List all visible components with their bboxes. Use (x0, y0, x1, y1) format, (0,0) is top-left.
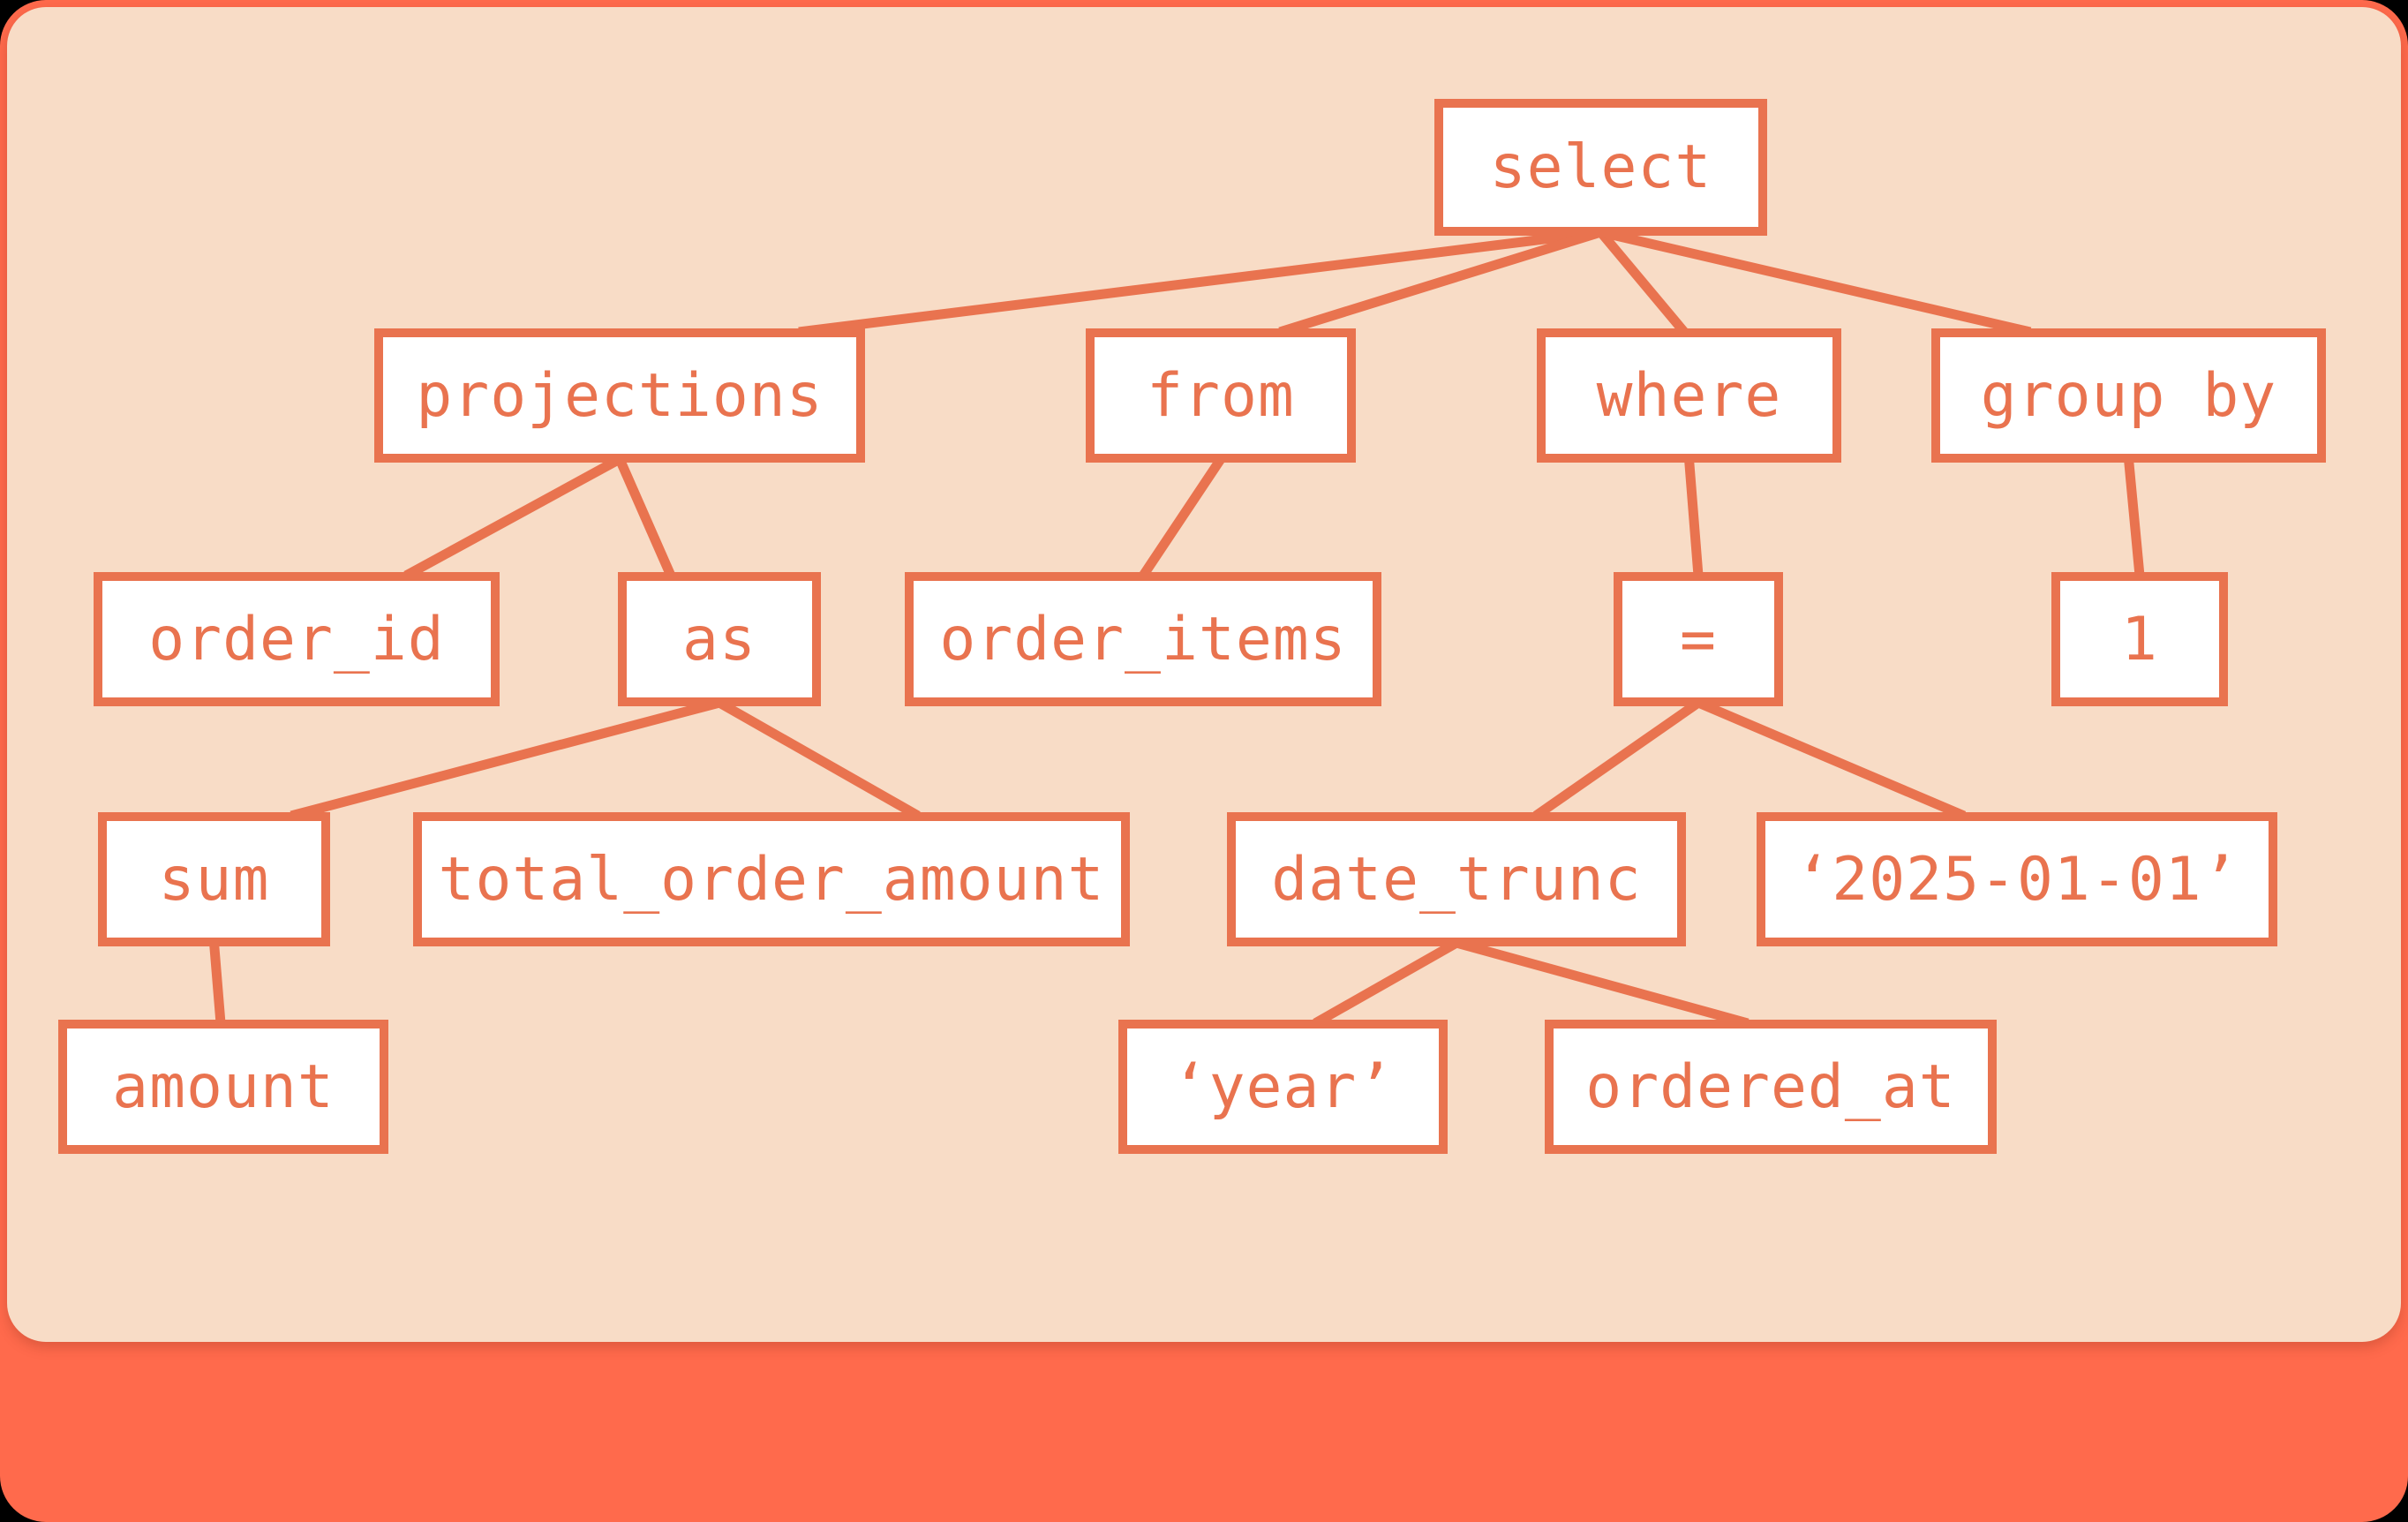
tree-node-projections: projections (374, 328, 865, 463)
tree-node-group_by: group by (1931, 328, 2326, 463)
footer-bar: Syntax Tree (0, 1342, 2408, 1522)
tree-node-order_items: order_items (905, 572, 1381, 706)
tree-node-date_trunc: date_trunc (1227, 812, 1686, 946)
tree-node-from: from (1086, 328, 1356, 463)
tree-node-order_id: order_id (94, 572, 500, 706)
tree-node-sum: sum (98, 812, 330, 946)
tree-node-amount: amount (58, 1020, 388, 1154)
tree-node-date_literal: ‘2025-01-01’ (1757, 812, 2277, 946)
tree-node-eq: = (1614, 572, 1783, 706)
tree-node-ordered_at: ordered_at (1545, 1020, 1997, 1154)
tree-node-total_order_amount: total_order_amount (413, 812, 1130, 946)
tree-node-as: as (618, 572, 821, 706)
tree-node-where: where (1537, 328, 1841, 463)
tree-node-year: ‘year’ (1118, 1020, 1448, 1154)
tree-node-select: select (1434, 99, 1767, 236)
tree-node-one: 1 (2051, 572, 2228, 706)
